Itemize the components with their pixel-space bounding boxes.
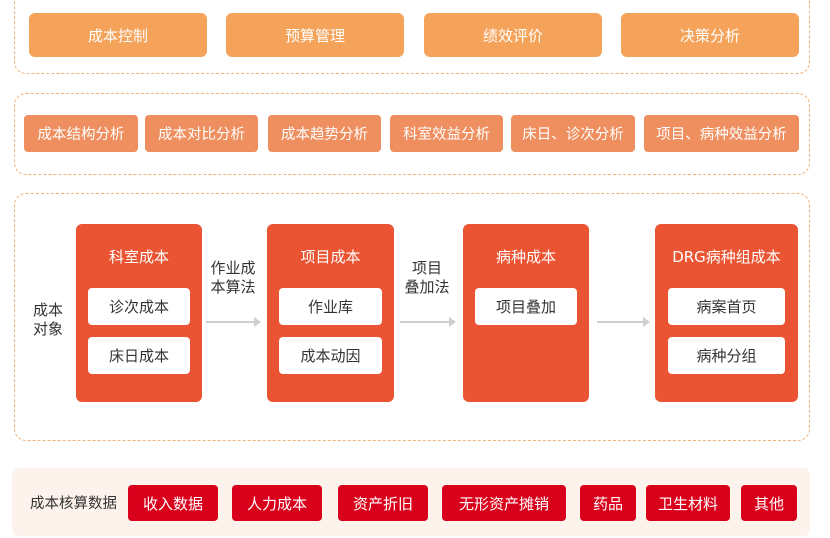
method-1-line-2: 本算法 xyxy=(210,278,256,296)
cost-driver-item[interactable]: 成本动因 xyxy=(279,337,382,374)
performance-evaluation-button[interactable]: 绩效评价 xyxy=(424,13,602,57)
side-label-line-1: 成本 xyxy=(32,301,63,319)
item-overlay-item[interactable]: 项目叠加 xyxy=(475,288,577,325)
arrow-1-line xyxy=(206,321,256,323)
arrow-1-head xyxy=(254,317,261,327)
activity-costing-method-label: 作业成 本算法 xyxy=(206,259,260,297)
cost-control-button[interactable]: 成本控制 xyxy=(29,13,207,57)
medicine-button[interactable]: 药品 xyxy=(580,485,636,521)
cost-comparison-analysis-button[interactable]: 成本对比分析 xyxy=(145,115,258,152)
case-homepage-item[interactable]: 病案首页 xyxy=(668,288,785,325)
activity-library-item[interactable]: 作业库 xyxy=(279,288,382,325)
disease-cost-box[interactable]: 病种成本 项目叠加 xyxy=(463,224,589,402)
item-disease-benefit-analysis-button[interactable]: 项目、病种效益分析 xyxy=(644,115,799,152)
arrow-3-line xyxy=(597,321,645,323)
medical-materials-button[interactable]: 卫生材料 xyxy=(646,485,730,521)
analysis-frame xyxy=(14,93,810,175)
cost-object-frame xyxy=(14,193,810,441)
item-overlay-method-label: 项目 叠加法 xyxy=(400,259,454,297)
visit-cost-item[interactable]: 诊次成本 xyxy=(88,288,190,325)
application-frame xyxy=(14,0,810,74)
arrow-3-head xyxy=(643,317,650,327)
cost-object-side-label: 成本 对象 xyxy=(30,301,66,339)
side-label-line-2: 对象 xyxy=(32,320,63,338)
department-cost-title: 科室成本 xyxy=(108,248,169,266)
bed-day-visit-analysis-button[interactable]: 床日、诊次分析 xyxy=(511,115,635,152)
arrow-1 xyxy=(206,317,261,327)
department-benefit-analysis-button[interactable]: 科室效益分析 xyxy=(390,115,503,152)
department-cost-box[interactable]: 科室成本 诊次成本 床日成本 xyxy=(76,224,202,402)
project-cost-box[interactable]: 项目成本 作业库 成本动因 xyxy=(267,224,394,402)
revenue-data-button[interactable]: 收入数据 xyxy=(128,485,218,521)
decision-analysis-button[interactable]: 决策分析 xyxy=(621,13,799,57)
method-1-line-1: 作业成 xyxy=(210,259,256,277)
cost-data-label: 成本核算数据 xyxy=(30,496,117,512)
drg-cost-title: DRG病种组成本 xyxy=(672,248,781,266)
labor-cost-button[interactable]: 人力成本 xyxy=(232,485,322,521)
arrow-2 xyxy=(400,317,456,327)
arrow-3 xyxy=(597,317,650,327)
drg-cost-box[interactable]: DRG病种组成本 病案首页 病种分组 xyxy=(655,224,798,402)
cost-structure-analysis-button[interactable]: 成本结构分析 xyxy=(24,115,138,152)
disease-grouping-item[interactable]: 病种分组 xyxy=(668,337,785,374)
project-cost-title: 项目成本 xyxy=(300,248,361,266)
method-2-line-2: 叠加法 xyxy=(404,278,450,296)
method-2-line-1: 项目 xyxy=(411,259,442,277)
other-button[interactable]: 其他 xyxy=(741,485,797,521)
bed-day-cost-item[interactable]: 床日成本 xyxy=(88,337,190,374)
arrow-2-head xyxy=(449,317,456,327)
cost-trend-analysis-button[interactable]: 成本趋势分析 xyxy=(268,115,381,152)
intangible-amortization-button[interactable]: 无形资产摊销 xyxy=(442,485,566,521)
disease-cost-title: 病种成本 xyxy=(495,248,556,266)
budget-management-button[interactable]: 预算管理 xyxy=(226,13,404,57)
asset-depreciation-button[interactable]: 资产折旧 xyxy=(338,485,428,521)
arrow-2-line xyxy=(400,321,451,323)
